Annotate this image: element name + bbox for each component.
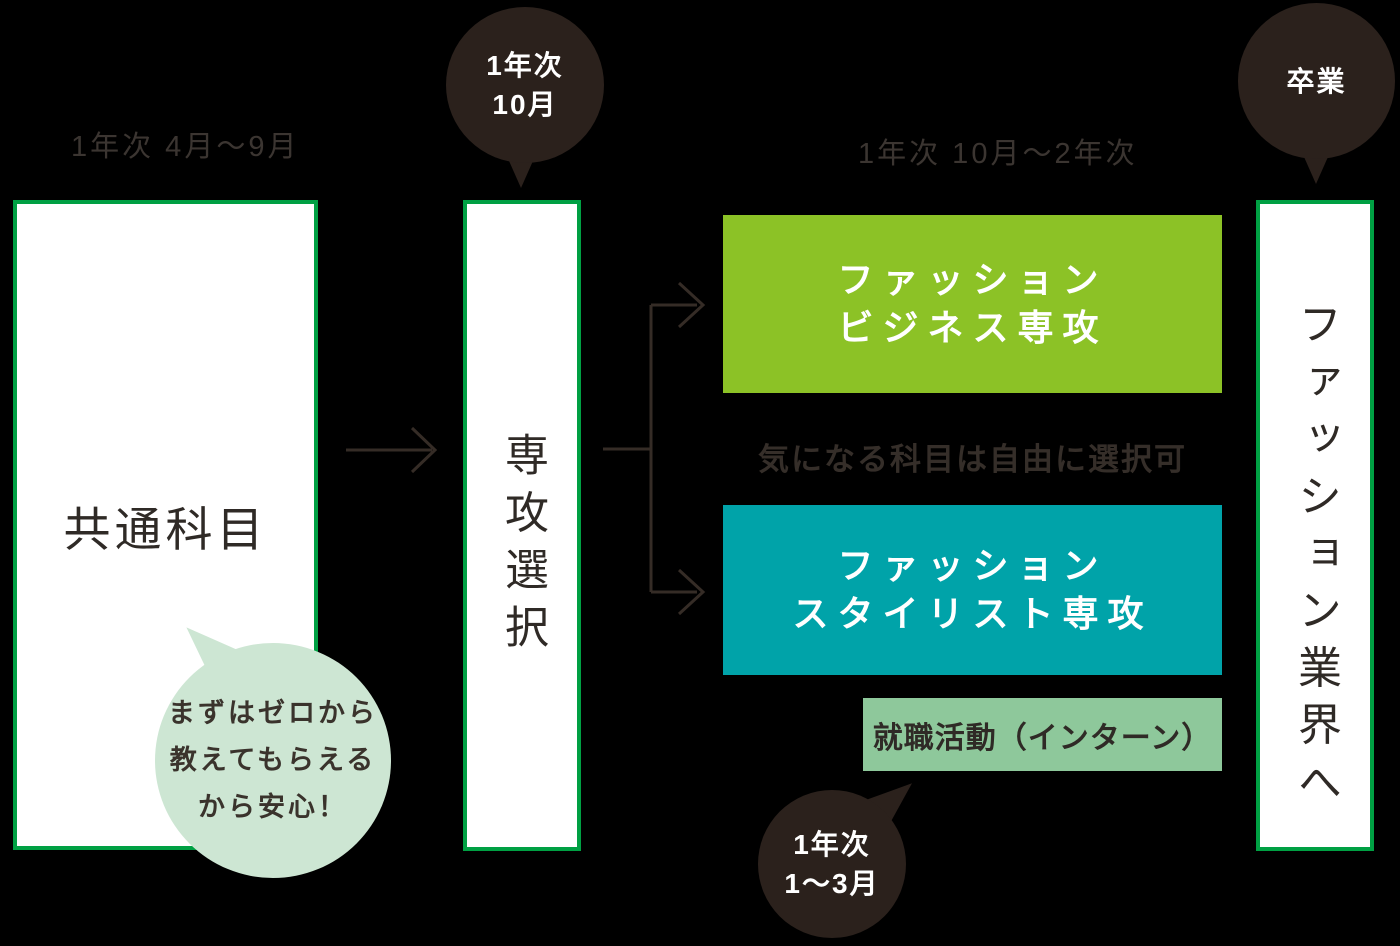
graduation-label: 卒業 (1286, 65, 1347, 97)
fashion-business-box: ファッション ビジネス専攻 (723, 215, 1222, 393)
graduation-balloon: 卒業 (1238, 3, 1395, 159)
balloon-janmar-line2: 1〜3月 (784, 868, 880, 899)
balloon-oct-line1: 1年次 (486, 50, 564, 81)
free-elective-note: 気になる科目は自由に選択可 (758, 442, 1187, 477)
first-year-october-balloon: 1年次 10月 (446, 7, 604, 163)
fashion-stylist-box: ファッション スタイリスト専攻 (723, 505, 1222, 675)
reassurance-bubble: まずはゼロから 教えてもらえる から安心！ (155, 643, 391, 878)
balloon-janmar-line1: 1年次 (793, 829, 871, 860)
fashion-business-line1: ファッション (837, 259, 1108, 300)
bubble-line2: 教えてもらえる (169, 745, 377, 775)
phase1-period-label: 1年次 4月〜9月 (71, 131, 300, 163)
fashion-business-line2: ビジネス専攻 (837, 307, 1108, 348)
common-subjects-title: 共通科目 (63, 502, 268, 556)
bubble-line3: から安心！ (198, 792, 348, 822)
fashion-stylist-line1: ファッション (837, 545, 1108, 586)
balloon-oct-line2: 10月 (492, 89, 558, 120)
fashion-industry-title: ファッション業界へ (1291, 301, 1340, 816)
arrow-right-icon (346, 426, 438, 474)
major-selection-box: 専攻選択 (463, 200, 581, 851)
bubble-line1: まずはゼロから (168, 698, 378, 728)
fashion-stylist-line2: スタイリスト専攻 (792, 593, 1153, 634)
branch-arrows-icon (603, 281, 706, 616)
major-selection-title: 専攻選択 (498, 432, 547, 661)
first-year-jan-mar-balloon: 1年次 1〜3月 (758, 790, 906, 938)
fashion-industry-box: ファッション業界へ (1256, 200, 1374, 851)
phase2-period-label: 1年次 10月〜2年次 (858, 138, 1138, 170)
job-hunting-box: 就職活動（インターン） (863, 698, 1222, 771)
job-hunting-label: 就職活動（インターン） (872, 721, 1213, 755)
